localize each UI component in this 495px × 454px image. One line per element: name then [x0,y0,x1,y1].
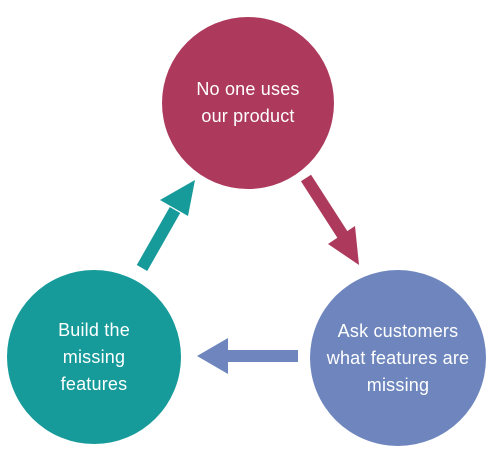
node-label-left: Build the missing features [58,319,130,394]
node-label-right: Ask customers what features are missing [326,320,470,395]
node-label-top: No one uses our product [196,79,300,126]
node-build-features: Build the missing features [7,270,181,444]
arrow-right-to-left [197,338,298,374]
node-ask-customers: Ask customers what features are missing [310,270,486,446]
arrow-top-to-right [300,174,359,265]
node-no-one-uses-product: No one uses our product [162,17,334,189]
arrow-left-to-top [136,180,195,271]
